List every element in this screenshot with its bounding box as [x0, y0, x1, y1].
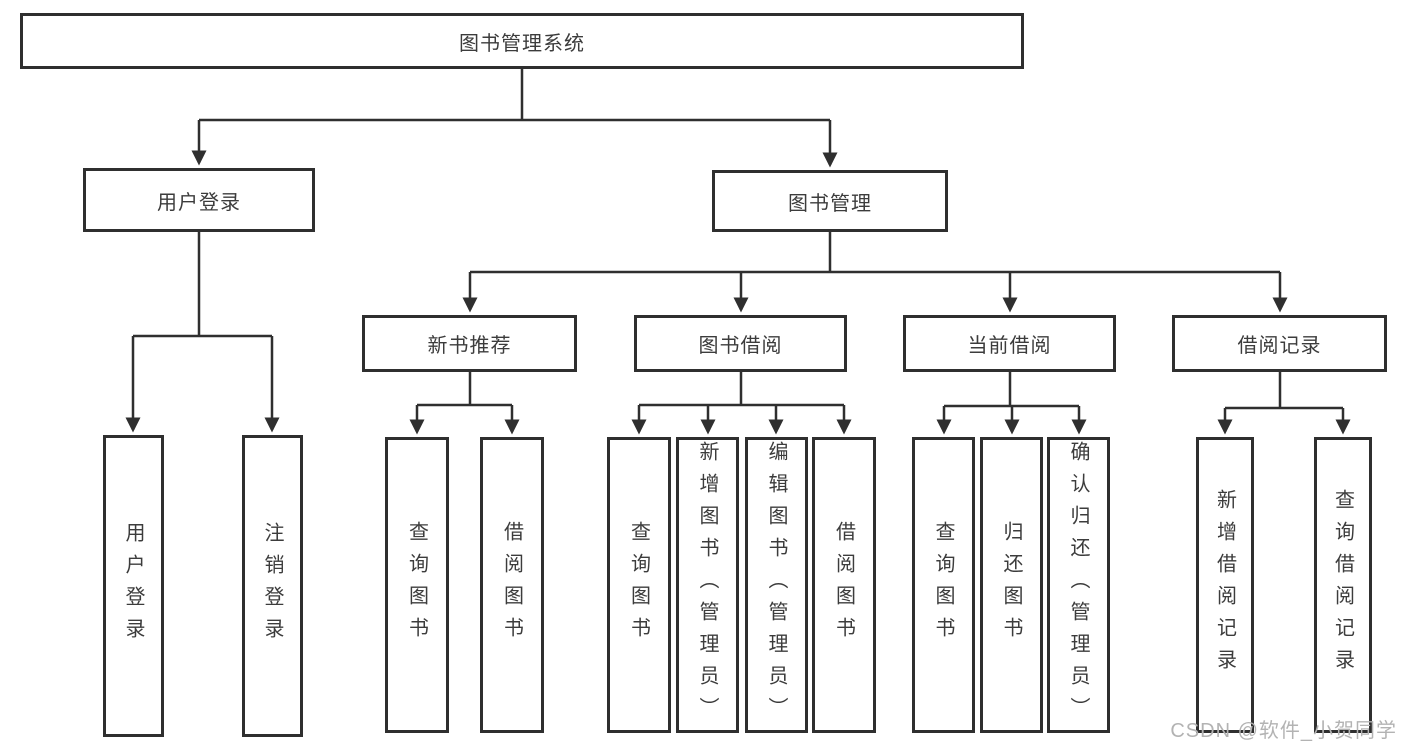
node-leaf-add-book-admin-label: 新增图书（管理员） — [696, 441, 718, 729]
node-leaf-user-login-label: 用户登录 — [122, 522, 144, 650]
node-leaf-user-login: 用户登录 — [103, 435, 164, 737]
node-leaf-logout: 注销登录 — [242, 435, 303, 737]
node-leaf-return-book-label: 归还图书 — [1000, 521, 1022, 649]
node-current-borrowing: 当前借阅 — [903, 315, 1116, 372]
node-leaf-query-book-recommend: 查询图书 — [385, 437, 449, 733]
node-leaf-add-borrow-record-label: 新增借阅记录 — [1213, 489, 1236, 681]
node-leaf-borrow-book-recommend: 借阅图书 — [480, 437, 544, 733]
node-leaf-return-book: 归还图书 — [980, 437, 1043, 733]
node-leaf-confirm-return-admin-label: 确认归还（管理员） — [1067, 441, 1089, 729]
node-root: 图书管理系统 — [20, 13, 1024, 69]
node-leaf-logout-label: 注销登录 — [261, 522, 283, 650]
node-book-management: 图书管理 — [712, 170, 948, 232]
node-leaf-confirm-return-admin: 确认归还（管理员） — [1047, 437, 1110, 733]
node-leaf-query-book-recommend-label: 查询图书 — [405, 521, 428, 649]
node-book-borrowing: 图书借阅 — [634, 315, 847, 372]
node-leaf-query-book-current-label: 查询图书 — [932, 521, 954, 649]
node-leaf-edit-book-admin-label: 编辑图书（管理员） — [765, 441, 787, 729]
node-leaf-borrow-book-borrowing-label: 借阅图书 — [832, 521, 855, 649]
watermark: CSDN @软件_小贺同学 — [1170, 720, 1397, 742]
node-leaf-query-book-current: 查询图书 — [912, 437, 975, 733]
node-leaf-query-book-borrowing: 查询图书 — [607, 437, 671, 733]
node-new-book-recommend: 新书推荐 — [362, 315, 577, 372]
node-leaf-edit-book-admin: 编辑图书（管理员） — [745, 437, 808, 733]
node-borrowing-records: 借阅记录 — [1172, 315, 1387, 372]
node-leaf-query-borrow-record-label: 查询借阅记录 — [1331, 489, 1354, 681]
node-leaf-query-borrow-record: 查询借阅记录 — [1314, 437, 1372, 733]
node-user-login: 用户登录 — [83, 168, 315, 232]
node-leaf-borrow-book-recommend-label: 借阅图书 — [500, 521, 523, 649]
node-leaf-query-book-borrowing-label: 查询图书 — [627, 521, 650, 649]
node-leaf-add-book-admin: 新增图书（管理员） — [676, 437, 739, 733]
node-leaf-borrow-book-borrowing: 借阅图书 — [812, 437, 876, 733]
node-leaf-add-borrow-record: 新增借阅记录 — [1196, 437, 1254, 733]
